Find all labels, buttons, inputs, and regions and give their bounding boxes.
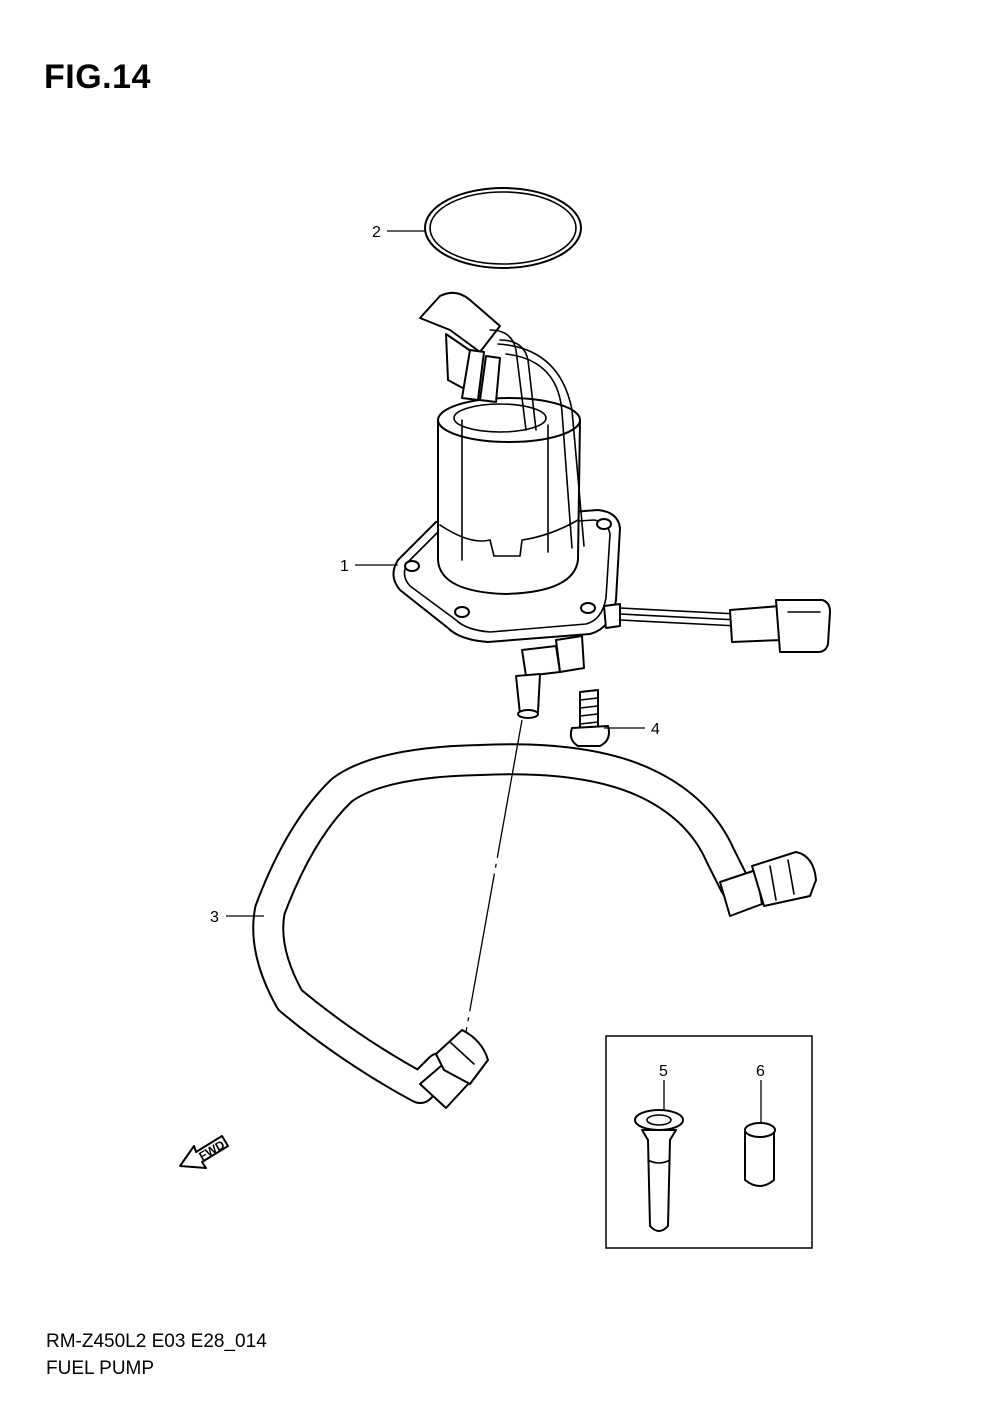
fuel-pump-assembly-part[interactable] — [392, 291, 831, 719]
diagram-name-label: FUEL PUMP — [46, 1358, 155, 1379]
o-ring-part[interactable] — [424, 187, 582, 269]
model-code-label: RM-Z450L2 E03 E28_014 — [46, 1331, 267, 1352]
callout-1: 1 — [340, 558, 349, 575]
callout-4: 4 — [651, 721, 660, 738]
fwd-arrow-icon: FWD — [179, 1135, 229, 1169]
kit-box — [605, 1035, 813, 1249]
filter-cap-part[interactable] — [744, 1122, 776, 1187]
callout-2: 2 — [372, 224, 381, 241]
fuel-hose-part[interactable] — [252, 743, 817, 1109]
collar-part[interactable] — [634, 1109, 684, 1232]
callout-5: 5 — [659, 1063, 668, 1080]
callout-6: 6 — [756, 1063, 765, 1080]
flange-bolt-part[interactable] — [569, 689, 610, 747]
figure-title: FIG.14 — [44, 58, 151, 96]
callout-3: 3 — [210, 909, 219, 926]
